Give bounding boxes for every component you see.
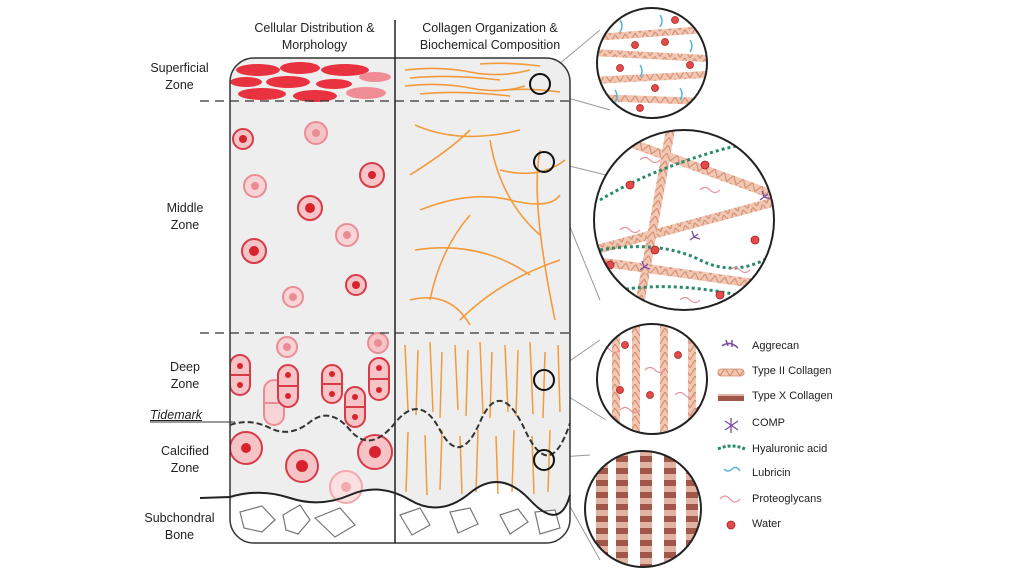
subchondral-bone-line2: Bone: [164, 528, 195, 542]
superficial-cells: [230, 62, 391, 102]
superficial-zone-line1: Superficial: [150, 61, 209, 75]
zoom-circle-middle: [593, 129, 775, 311]
legend-lubricin: Lubricin: [752, 467, 791, 479]
tissue-panel-border: [229, 57, 571, 544]
tissue-panel: [230, 58, 570, 543]
calcified-cells: [230, 431, 393, 504]
subchondral-bone-label: Subchondral Bone: [132, 510, 227, 544]
comp-icon: [724, 418, 739, 433]
tidemark-line: [229, 400, 571, 457]
superficial-zone-label: Superficial Zone: [132, 60, 227, 94]
legend-type-x-collagen: Type X Collagen: [752, 390, 833, 402]
lubricin-icon: [723, 466, 741, 472]
type-x-collagen-icon: [718, 394, 744, 401]
superficial-zone-line2: Zone: [165, 78, 194, 92]
calcified-zone-line1: Calcified: [161, 444, 209, 458]
cellular-header-line2: Morphology: [281, 38, 348, 52]
zoom-circle-calcified: [584, 450, 702, 568]
legend-water: Water: [752, 518, 781, 530]
type-ii-collagen-icon: [717, 368, 745, 377]
tidemark-label: Tidemark: [150, 408, 202, 422]
bone-boundary-line: [199, 481, 571, 516]
collagen-header-line1: Collagen Organization &: [422, 21, 558, 35]
deep-collagen: [404, 341, 561, 419]
zoom-marker-middle: [533, 151, 555, 173]
deep-zone-line2: Zone: [170, 377, 200, 391]
bone-fragments: [239, 504, 561, 538]
water-icon: [726, 520, 736, 530]
zoom-circle-deep: [596, 323, 708, 435]
calcified-zone-line2: Zone: [170, 461, 200, 475]
legend-type-ii-collagen: Type II Collagen: [752, 365, 832, 377]
middle-collagen: [409, 124, 566, 326]
cellular-header: Cellular Distribution & Morphology: [232, 20, 397, 54]
zoom-marker-deep: [533, 369, 555, 391]
zoom-marker-superficial: [529, 73, 551, 95]
middle-zone-line2: Zone: [170, 218, 200, 232]
legend-comp: COMP: [752, 417, 785, 429]
middle-cells: [232, 121, 385, 308]
zoom-circle-superficial: [596, 7, 708, 119]
deep-zone-line1: Deep: [170, 360, 200, 374]
collagen-header: Collagen Organization & Biochemical Comp…: [400, 20, 580, 54]
proteoglycans-icon: [719, 495, 741, 503]
zoom-marker-calcified: [533, 449, 555, 471]
hyaluronic-acid-icon: [717, 444, 746, 451]
aggrecan-icon: [721, 339, 739, 349]
calcified-collagen: [405, 429, 551, 496]
legend-aggrecan: Aggrecan: [752, 340, 800, 352]
deep-cells: [230, 332, 390, 428]
legend-proteoglycans: Proteoglycans: [752, 493, 822, 505]
legend-hyaluronic-acid: Hyaluronic acid: [752, 443, 828, 455]
middle-zone-line1: Middle: [166, 201, 204, 215]
deep-zone-label: Deep Zone: [140, 359, 230, 393]
middle-zone-label: Middle Zone: [140, 200, 230, 234]
cellular-header-line1: Cellular Distribution &: [254, 21, 375, 35]
calcified-zone-label: Calcified Zone: [140, 443, 230, 477]
legend-icons: [717, 339, 746, 530]
collagen-header-line2: Biochemical Composition: [419, 38, 561, 52]
subchondral-bone-line1: Subchondral: [144, 511, 215, 525]
